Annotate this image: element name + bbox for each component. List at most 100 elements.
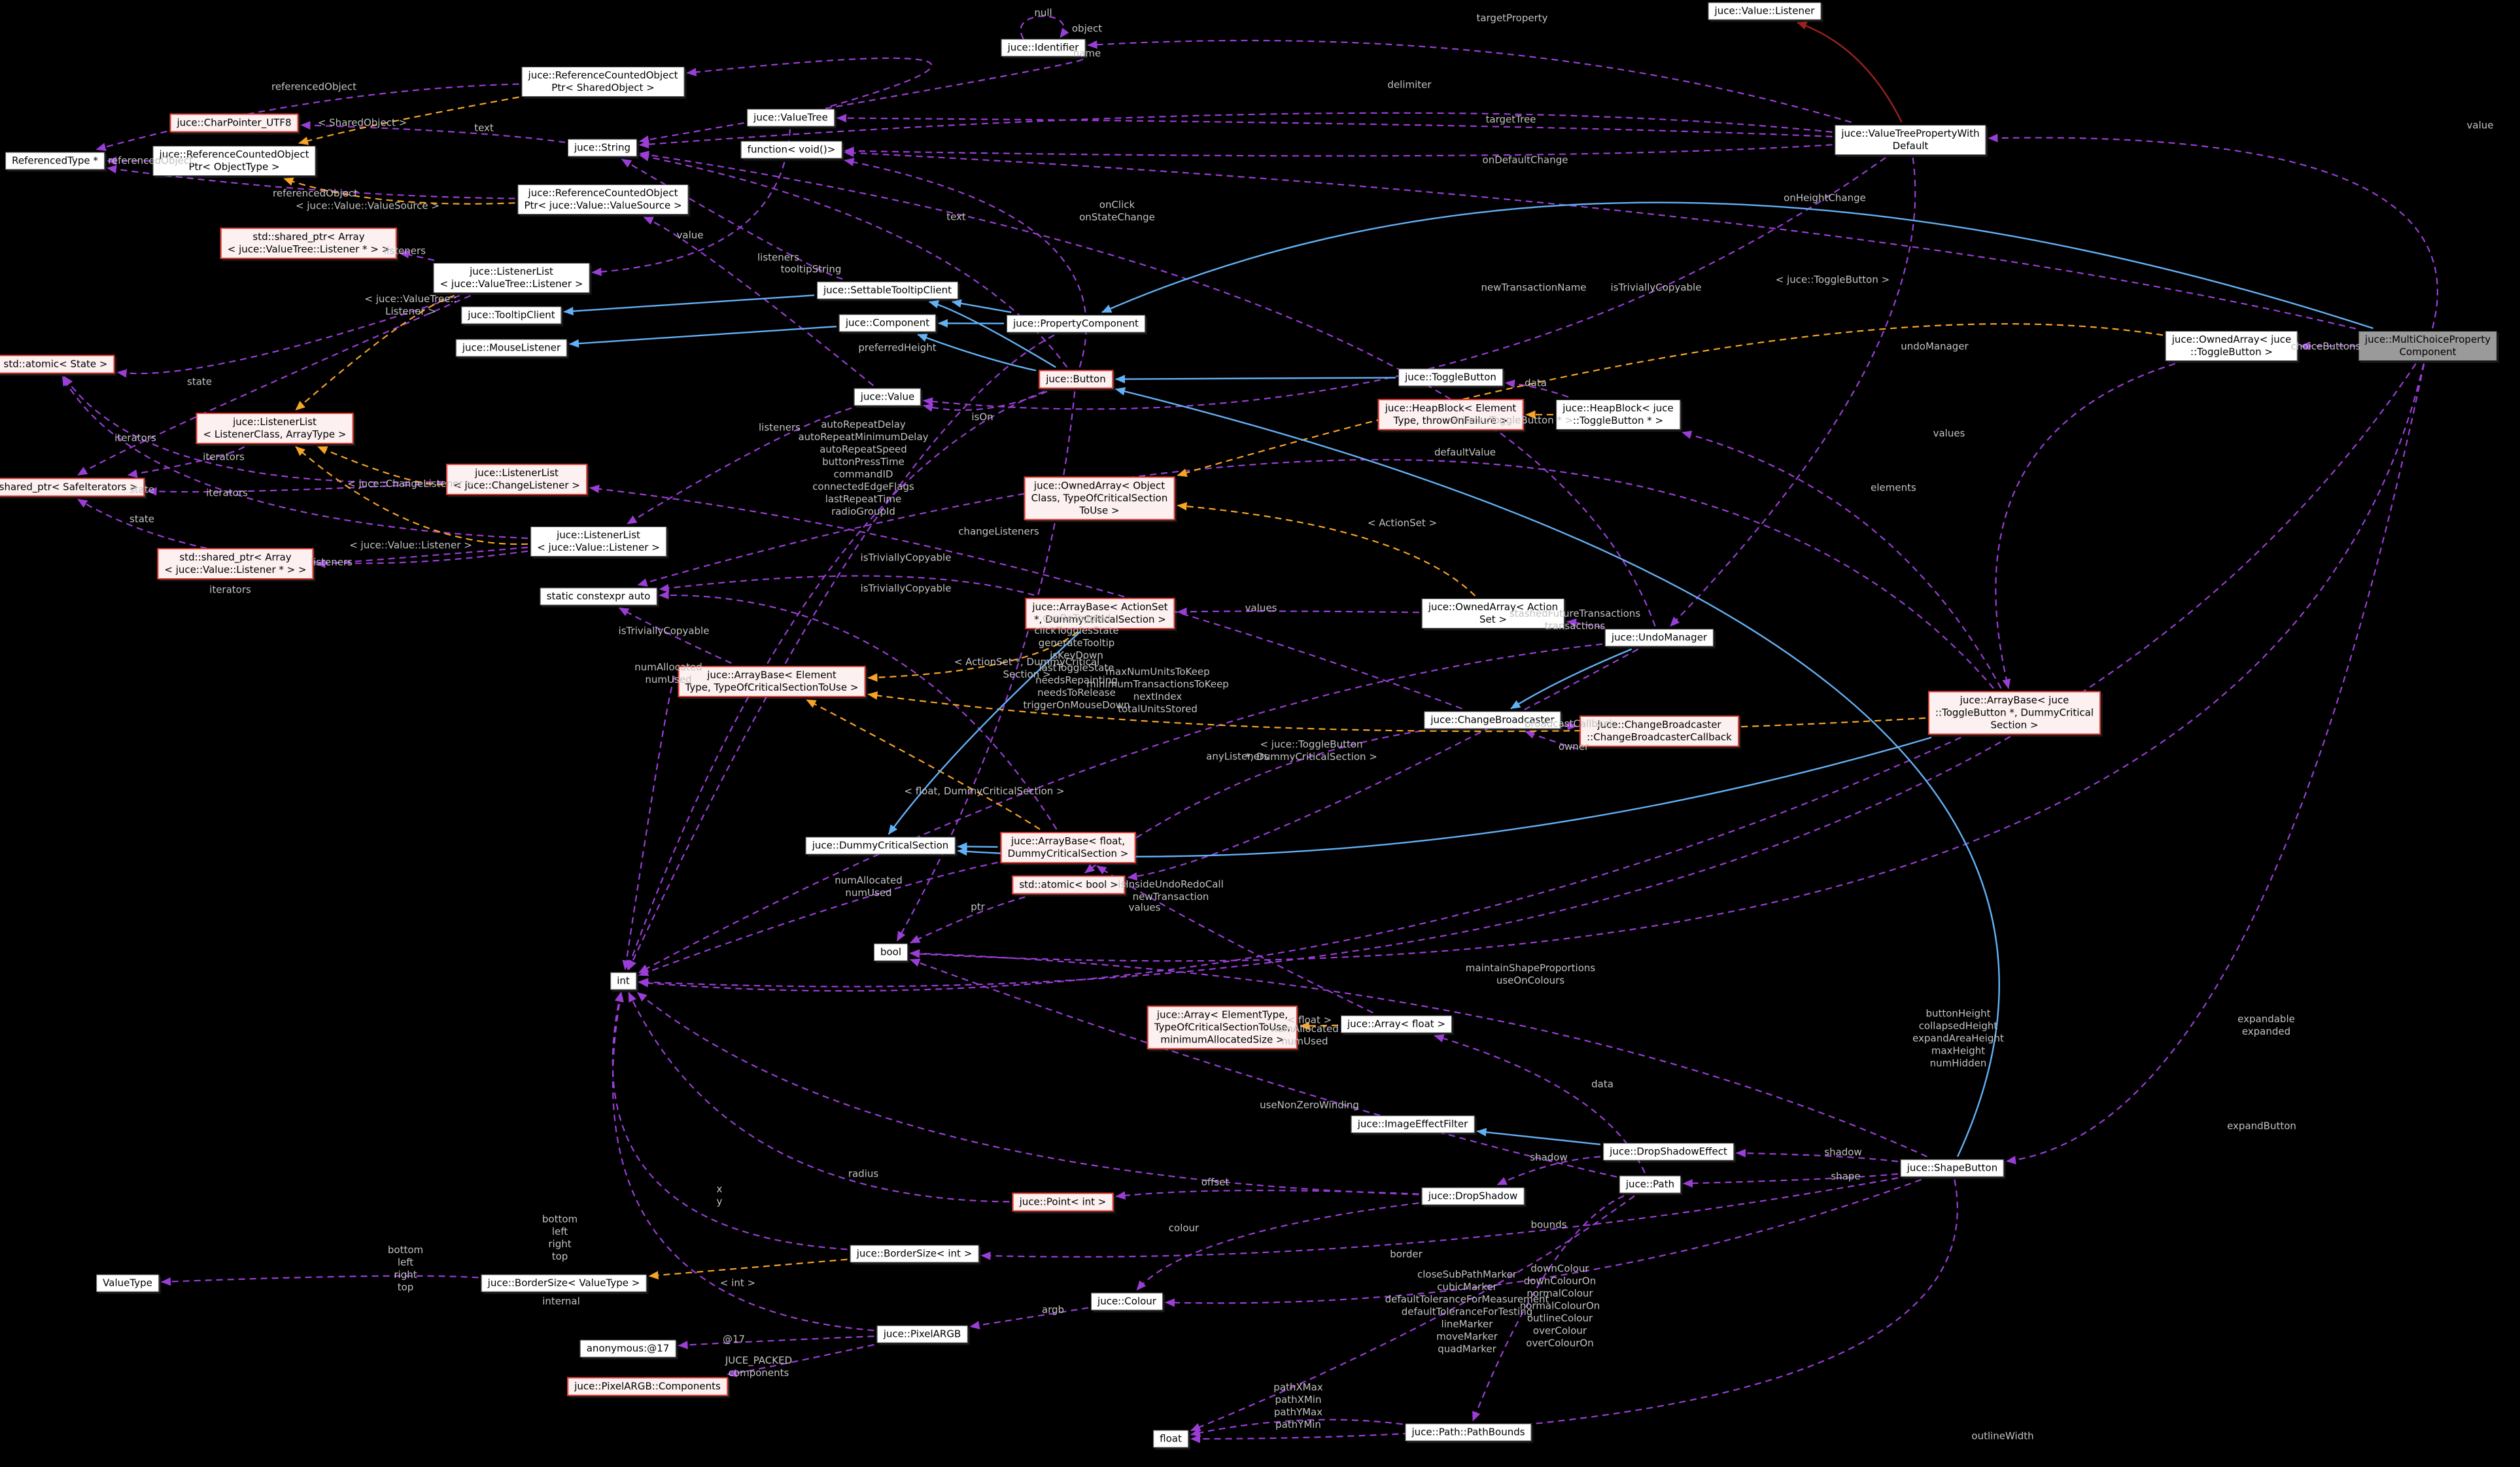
edge-settabletooltipclient-to-string bbox=[621, 158, 843, 280]
node-listenerlist-generic[interactable]: juce::ListenerList < ListenerClass, Arra… bbox=[196, 413, 354, 444]
node-heapblock-generic[interactable]: juce::HeapBlock< Element Type, throwOnFa… bbox=[1377, 399, 1524, 430]
edge-arraybase-generic-to-int bbox=[622, 676, 676, 971]
edge-pixelargb-to-pixelargb-components bbox=[727, 1343, 874, 1377]
node-array-generic[interactable]: juce::Array< ElementType, TypeOfCritical… bbox=[1147, 1005, 1298, 1050]
edge-button-to-value bbox=[923, 390, 1048, 412]
node-mouselistener[interactable]: juce::MouseListener bbox=[455, 339, 568, 357]
edge-arraybase-togglebutton-to-static-constexpr-auto bbox=[637, 458, 1994, 689]
edge-dropshadoweffect-to-imageeffectfilter bbox=[1476, 1128, 1601, 1145]
edge-pixelargb-to-anonymous17 bbox=[678, 1336, 874, 1349]
node-bordersize-valuetype[interactable]: juce::BorderSize< ValueType > bbox=[481, 1274, 647, 1292]
node-heapblock-togglebutton[interactable]: juce::HeapBlock< juce ::ToggleButton * > bbox=[1556, 400, 1680, 430]
node-refptr-sharedobject[interactable]: juce::ReferenceCountedObject Ptr< Shared… bbox=[521, 67, 685, 97]
node-togglebutton[interactable]: juce::ToggleButton bbox=[1398, 368, 1503, 387]
edge-bordersize-int-to-int bbox=[612, 992, 848, 1251]
node-refptr-valuesource[interactable]: juce::ReferenceCountedObject Ptr< juce::… bbox=[517, 184, 689, 215]
edge-ownedarray-togglebutton-to-ownedarray-generic bbox=[1177, 323, 2164, 477]
node-imageeffectfilter[interactable]: juce::ImageEffectFilter bbox=[1351, 1115, 1475, 1133]
edge-path-to-pathbounds bbox=[1472, 1195, 1625, 1422]
node-arraybase-generic[interactable]: juce::ArrayBase< Element Type, TypeOfCri… bbox=[678, 666, 866, 697]
node-dummycriticalsection[interactable]: juce::DummyCriticalSection bbox=[805, 837, 956, 855]
node-tooltipclient[interactable]: juce::TooltipClient bbox=[461, 306, 562, 324]
edge-identifier-to-identifier bbox=[1020, 15, 1069, 40]
node-atomic-bool[interactable]: std::atomic< bool > bbox=[1012, 875, 1126, 895]
node-arraybase-actionset[interactable]: juce::ArrayBase< ActionSet *, DummyCriti… bbox=[1025, 598, 1175, 629]
node-pathbounds[interactable]: juce::Path::PathBounds bbox=[1405, 1423, 1532, 1441]
node-multichoice[interactable]: juce::MultiChoiceProperty Component bbox=[2358, 331, 2498, 361]
node-identifier[interactable]: juce::Identifier bbox=[1001, 39, 1086, 57]
node-anonymous17[interactable]: anonymous:@17 bbox=[579, 1339, 676, 1358]
edge-shapebutton-to-bool bbox=[910, 949, 1927, 1158]
node-ownedarray-actionset[interactable]: juce::OwnedArray< Action Set > bbox=[1421, 598, 1565, 629]
node-array-float[interactable]: juce::Array< float > bbox=[1340, 1015, 1453, 1033]
node-ownedarray-generic[interactable]: juce::OwnedArray< Object Class, TypeOfCr… bbox=[1024, 476, 1175, 521]
node-refptr-objecttype[interactable]: juce::ReferenceCountedObject Ptr< Object… bbox=[152, 146, 316, 176]
node-shared-ptr-safeiterators[interactable]: std::shared_ptr< SafeIterators > bbox=[0, 477, 145, 497]
node-arraybase-float[interactable]: juce::ArrayBase< float, DummyCriticalSec… bbox=[1000, 832, 1136, 863]
node-shared-ptr-vtlisteners[interactable]: std::shared_ptr< Array < juce::ValueTree… bbox=[220, 228, 398, 259]
edge-listenerlist-vtlistener-to-shared-ptr-safeiterators bbox=[77, 294, 471, 476]
edge-arraybase-actionset-to-dummycriticalsection bbox=[888, 631, 1081, 835]
node-listenerlist-vtlistener[interactable]: juce::ListenerList < juce::ValueTree::Li… bbox=[433, 263, 590, 293]
node-shared-ptr-valuelisteners[interactable]: std::shared_ptr< Array < juce::Value::Li… bbox=[157, 548, 314, 579]
node-dropshadoweffect[interactable]: juce::DropShadowEffect bbox=[1603, 1143, 1734, 1161]
edge-multichoice-to-propertycomponent bbox=[1101, 201, 2373, 330]
node-int[interactable]: int bbox=[610, 972, 636, 990]
edge-button-to-int bbox=[627, 390, 1045, 971]
edge-arraybase-generic-to-static-constexpr-auto bbox=[619, 607, 732, 664]
node-undomanager[interactable]: juce::UndoManager bbox=[1604, 629, 1714, 647]
edge-listenerlist-changelistener-to-listenerlist-generic bbox=[317, 445, 444, 485]
node-listenerlist-changelistener[interactable]: juce::ListenerList < juce::ChangeListene… bbox=[446, 464, 587, 495]
edge-listenerlist-vtlistener-to-atomic-state bbox=[116, 294, 460, 378]
node-colour[interactable]: juce::Colour bbox=[1091, 1292, 1163, 1311]
node-valuetype[interactable]: ValueType bbox=[96, 1274, 159, 1292]
node-static-constexpr-auto[interactable]: static constexpr auto bbox=[540, 587, 657, 606]
edge-vtpwd-to-undomanager bbox=[1670, 157, 1916, 627]
node-atomic-state[interactable]: std::atomic< State > bbox=[0, 354, 115, 374]
node-cbc-callback[interactable]: juce::ChangeBroadcaster ::ChangeBroadcas… bbox=[1579, 716, 1739, 747]
edge-button-to-function-void bbox=[844, 158, 1087, 368]
edge-dropshadow-to-point-int bbox=[1115, 1190, 1419, 1200]
edge-refptr-sharedobject-to-refptr-objecttype bbox=[298, 96, 519, 145]
node-float[interactable]: float bbox=[1153, 1430, 1188, 1448]
edge-heapblock-togglebutton-to-togglebutton bbox=[1505, 379, 1569, 398]
node-vtpwd[interactable]: juce::ValueTreePropertyWith Default bbox=[1835, 125, 1986, 155]
edge-arraybase-float-to-arraybase-generic bbox=[806, 699, 1041, 830]
node-shapebutton[interactable]: juce::ShapeButton bbox=[1900, 1159, 2005, 1177]
edge-refptr-sharedobject-to-referenced-type bbox=[95, 83, 519, 152]
edge-arraybase-actionset-to-arraybase-generic bbox=[867, 631, 1079, 682]
node-point-int[interactable]: juce::Point< int > bbox=[1012, 1192, 1114, 1212]
edge-undomanager-to-int bbox=[638, 643, 1603, 974]
edge-atomic-bool-to-bool bbox=[910, 896, 1026, 944]
edge-pathbounds-to-float bbox=[1190, 1419, 1403, 1437]
node-string[interactable]: juce::String bbox=[567, 139, 638, 157]
node-charpointer-utf8[interactable]: juce::CharPointer_UTF8 bbox=[169, 113, 299, 133]
node-referenced-type[interactable]: ReferencedType * bbox=[5, 152, 105, 170]
node-pixelargb[interactable]: juce::PixelARGB bbox=[876, 1325, 968, 1343]
node-changebroadcaster[interactable]: juce::ChangeBroadcaster bbox=[1424, 711, 1561, 729]
node-listenerlist-valuelistener[interactable]: juce::ListenerList < juce::Value::Listen… bbox=[530, 526, 666, 557]
edge-undomanager-to-changebroadcaster bbox=[1510, 648, 1632, 710]
edge-dropshadow-to-int bbox=[636, 992, 1419, 1196]
edge-button-to-component bbox=[917, 334, 1037, 371]
node-bool[interactable]: bool bbox=[873, 943, 908, 961]
edge-dropshadoweffect-to-dropshadow bbox=[1496, 1156, 1601, 1186]
node-value[interactable]: juce::Value bbox=[854, 388, 922, 406]
node-pixelargb-components[interactable]: juce::PixelARGB::Components bbox=[567, 1377, 728, 1396]
node-component[interactable]: juce::Component bbox=[838, 314, 937, 332]
node-settabletooltipclient[interactable]: juce::SettableTooltipClient bbox=[816, 281, 959, 300]
node-function-void[interactable]: function< void()> bbox=[740, 141, 842, 159]
edge-vtpwd-to-valuetree bbox=[837, 114, 1833, 137]
node-arraybase-togglebutton[interactable]: juce::ArrayBase< juce ::ToggleButton *, … bbox=[1927, 691, 2101, 735]
node-propertycomponent[interactable]: juce::PropertyComponent bbox=[1007, 315, 1145, 333]
node-dropshadow[interactable]: juce::DropShadow bbox=[1421, 1187, 1525, 1205]
node-path[interactable]: juce::Path bbox=[1619, 1175, 1682, 1194]
node-button[interactable]: juce::Button bbox=[1039, 370, 1113, 389]
edge-undomanager-to-string bbox=[639, 150, 1656, 627]
node-ownedarray-togglebutton[interactable]: juce::OwnedArray< juce ::ToggleButton > bbox=[2165, 331, 2298, 361]
node-valuetree[interactable]: juce::ValueTree bbox=[747, 109, 835, 127]
node-value-listener[interactable]: juce::Value::Listener bbox=[1708, 2, 1821, 20]
node-bordersize-int[interactable]: juce::BorderSize< int > bbox=[850, 1245, 979, 1263]
